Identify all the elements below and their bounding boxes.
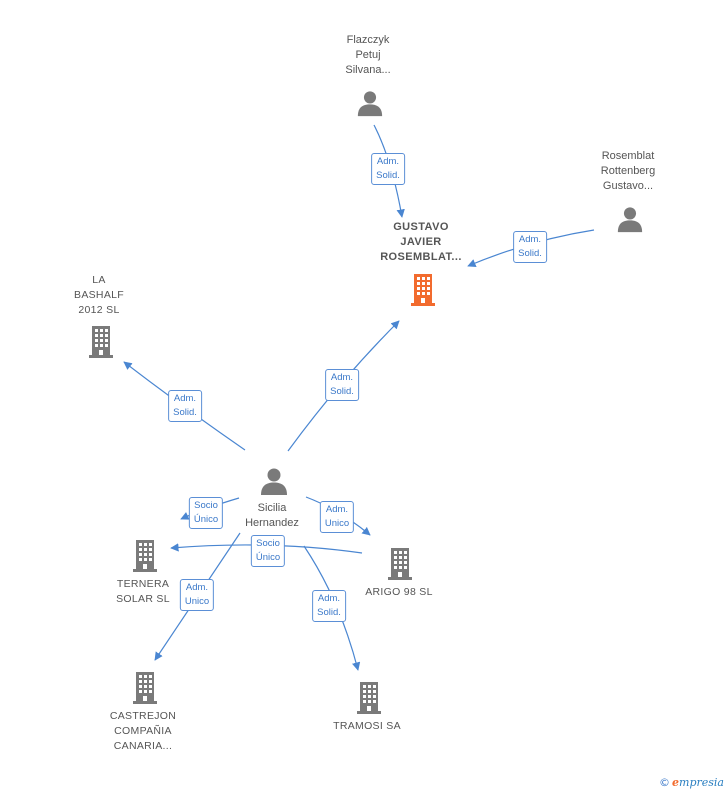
- node-label-line: 2012 SL: [78, 304, 120, 316]
- edge-label-line: Socio: [194, 500, 218, 511]
- node-label-line: JAVIER: [400, 236, 442, 248]
- edge-label-line: Adm.: [518, 234, 542, 245]
- node-label-line: BASHALF: [74, 289, 124, 301]
- edge-label-line: Único: [193, 514, 219, 525]
- edge-label-line: Unico: [324, 518, 350, 529]
- edge-label-line: Solid.: [173, 407, 197, 418]
- edge-label-sicilia-to-castrejon[interactable]: Adm. Unico: [179, 579, 215, 611]
- node-label-line: COMPAÑIA: [114, 725, 172, 737]
- node-label-line: Sicilia: [257, 502, 287, 514]
- node-label-line: LA: [92, 274, 106, 286]
- node-label-la_bashalf[interactable]: LA BASHALF 2012 SL: [74, 273, 124, 318]
- node-label-line: Silvana...: [345, 64, 391, 76]
- edge-label-rosemblat_rottenberg-to-gustavo_javier[interactable]: Adm. Solid.: [513, 231, 547, 263]
- person-icon-sicilia[interactable]: [261, 468, 287, 496]
- edge-label-line: Solid.: [317, 607, 341, 618]
- node-label-line: CASTREJON: [109, 710, 177, 722]
- brand-logo-text: mpresia: [679, 776, 724, 789]
- node-label-line: ARIGO 98 SL: [365, 586, 433, 598]
- node-label-line: CANARIA...: [113, 740, 173, 752]
- footer-brand[interactable]: ©empresia: [659, 776, 724, 789]
- edge-label-line: Adm.: [185, 582, 209, 593]
- edge-label-line: Adm.: [325, 504, 349, 515]
- node-label-line: Hernandez: [245, 517, 299, 529]
- edge-label-line: Solid.: [376, 170, 400, 181]
- node-label-line: Flazczyk: [346, 34, 390, 46]
- node-label-ternera[interactable]: TERNERA SOLAR SL: [116, 577, 170, 607]
- node-label-tramosi[interactable]: TRAMOSI SA: [333, 719, 401, 734]
- building-icon-la_bashalf[interactable]: [89, 326, 113, 358]
- node-label-gustavo_javier[interactable]: GUSTAVO JAVIER ROSEMBLAT...: [380, 220, 462, 265]
- node-label-line: GUSTAVO: [393, 221, 449, 233]
- building-icon-castrejon[interactable]: [133, 672, 157, 704]
- edge-label-line: Solid.: [330, 386, 354, 397]
- building-icon-gustavo_javier[interactable]: [411, 274, 435, 306]
- edge-label-line: Adm.: [330, 372, 354, 383]
- node-label-castrejon[interactable]: CASTREJON COMPAÑIA CANARIA...: [110, 709, 176, 754]
- node-label-line: Rosemblat: [601, 150, 655, 162]
- copyright-icon: ©: [659, 776, 671, 789]
- edge-label-sicilia-to-arigo[interactable]: Adm. Unico: [319, 501, 355, 533]
- brand-logo-initial: e: [672, 776, 680, 789]
- person-icon-rosemblat_rottenberg[interactable]: [617, 207, 643, 233]
- edge-label-line: Unico: [184, 596, 210, 607]
- node-label-line: Rottenberg: [600, 165, 656, 177]
- node-label-line: Gustavo...: [602, 180, 654, 192]
- node-label-line: TERNERA: [116, 578, 170, 590]
- edge-label-sicilia-to-tramosi[interactable]: Adm. Solid.: [312, 590, 346, 622]
- edge-label-line: Solid.: [518, 248, 542, 259]
- node-label-line: TRAMOSI SA: [333, 720, 401, 732]
- building-icon-tramosi[interactable]: [357, 682, 381, 714]
- node-label-line: SOLAR SL: [116, 593, 170, 605]
- node-label-arigo[interactable]: ARIGO 98 SL: [365, 585, 433, 600]
- edge-label-sicilia-to-la_bashalf[interactable]: Adm. Solid.: [168, 390, 202, 422]
- edge-label-line: Socio: [256, 538, 280, 549]
- building-icon-ternera[interactable]: [133, 540, 157, 572]
- person-icon-flaczcyk[interactable]: [357, 91, 383, 117]
- node-label-line: ROSEMBLAT...: [380, 251, 462, 263]
- edge-label-line: Adm.: [376, 156, 400, 167]
- edge-label-sicilia-to-gustavo_javier[interactable]: Adm. Solid.: [325, 369, 359, 401]
- edge-label-line: Adm.: [317, 593, 341, 604]
- edge-label-flaczcyk-to-gustavo_javier[interactable]: Adm. Solid.: [371, 153, 405, 185]
- node-label-line: Petuj: [355, 49, 381, 61]
- edge-label-line: Adm.: [173, 393, 197, 404]
- building-icon-arigo[interactable]: [388, 548, 412, 580]
- edge-label-line: Único: [255, 552, 281, 563]
